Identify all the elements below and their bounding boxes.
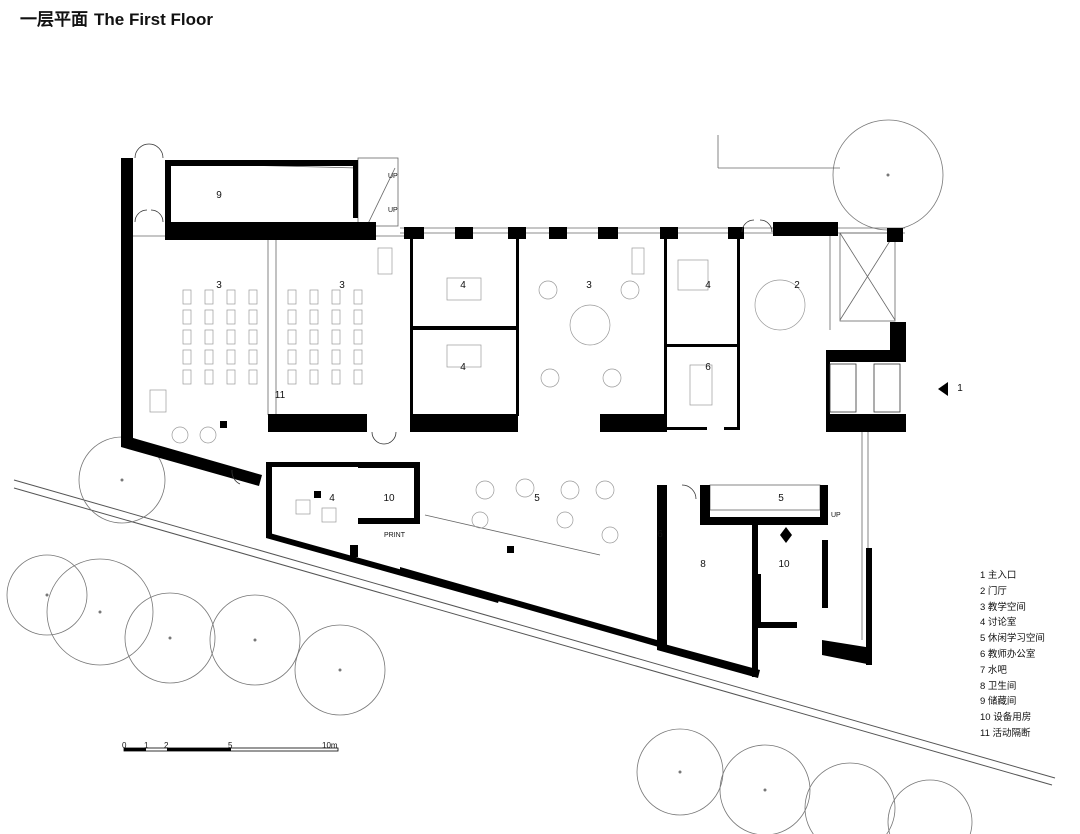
room-label-main-entrance: 1 <box>957 383 963 394</box>
room-label-toilet: 8 <box>700 559 706 570</box>
legend-item: 3 教学空间 <box>980 601 1026 613</box>
scale-tick-2: 2 <box>164 741 169 750</box>
room-label-partition: 11 <box>275 390 286 401</box>
doors <box>134 143 901 500</box>
room-label-discussion-b: 4 <box>460 362 466 373</box>
annotations: PRINT UP UP UP <box>384 173 841 539</box>
legend-item: 6 教师办公室 <box>980 648 1036 660</box>
title-english: The First Floor <box>94 10 213 29</box>
legend-item: 7 水吧 <box>980 664 1007 676</box>
room-label-equipment-b: 10 <box>778 559 790 570</box>
room-label-classroom-b: 3 <box>339 280 345 291</box>
title-chinese: 一层平面 <box>20 10 88 29</box>
tree-centers <box>45 173 890 792</box>
room-labels: 9 3 3 4 4 3 4 2 6 1 11 4 10 5 6 8 5 10 <box>216 190 963 570</box>
walls <box>121 158 948 678</box>
room-label-lobby: 2 <box>794 280 800 291</box>
room-label-leisure-study: 5 <box>534 493 540 504</box>
room-label-classroom-a: 3 <box>216 280 222 291</box>
drawing-title: 一层平面 The First Floor <box>20 5 213 30</box>
legend-item: 1 主入口 <box>980 570 1017 581</box>
scale-bar <box>123 747 339 752</box>
print-label: PRINT <box>384 532 406 539</box>
room-label-teacher-office-bottom: 6 <box>657 529 663 540</box>
legend: 1 主入口 2 门厅 3 教学空间 4 讨论室 5 休闲学习空间 6 教师办公室… <box>980 568 1045 742</box>
room-label-leisure-study-b: 5 <box>778 493 784 504</box>
legend-item: 11 活动隔断 <box>980 727 1031 739</box>
room-label-discussion-c: 4 <box>705 280 711 291</box>
stair-up-label-2: UP <box>388 207 398 214</box>
stair-up-label-1: UP <box>388 173 398 180</box>
room-label-discussion-d: 4 <box>329 493 335 504</box>
room-label-equipment-a: 10 <box>383 493 395 504</box>
legend-item: 5 休闲学习空间 <box>980 633 1045 645</box>
room-label-classroom-c: 3 <box>586 280 592 291</box>
legend-item: 2 门厅 <box>980 585 1007 597</box>
scale-tick-1: 1 <box>144 741 149 750</box>
room-label-storage: 9 <box>216 190 222 201</box>
scale-tick-5: 5 <box>228 741 233 750</box>
room-label-teacher-office-top: 6 <box>705 362 711 373</box>
legend-item: 4 讨论室 <box>980 617 1017 629</box>
road <box>13 479 1056 786</box>
furniture <box>149 247 806 544</box>
scale-tick-10m: 10m <box>322 741 338 750</box>
room-label-discussion-a: 4 <box>460 280 466 291</box>
legend-item: 10 设备用房 <box>980 712 1032 724</box>
scale-tick-0: 0 <box>122 741 127 750</box>
stair-up-label-3: UP <box>831 512 841 519</box>
trees <box>6 119 973 834</box>
legend-item: 9 储藏间 <box>980 696 1017 708</box>
legend-item: 8 卫生间 <box>980 680 1017 692</box>
